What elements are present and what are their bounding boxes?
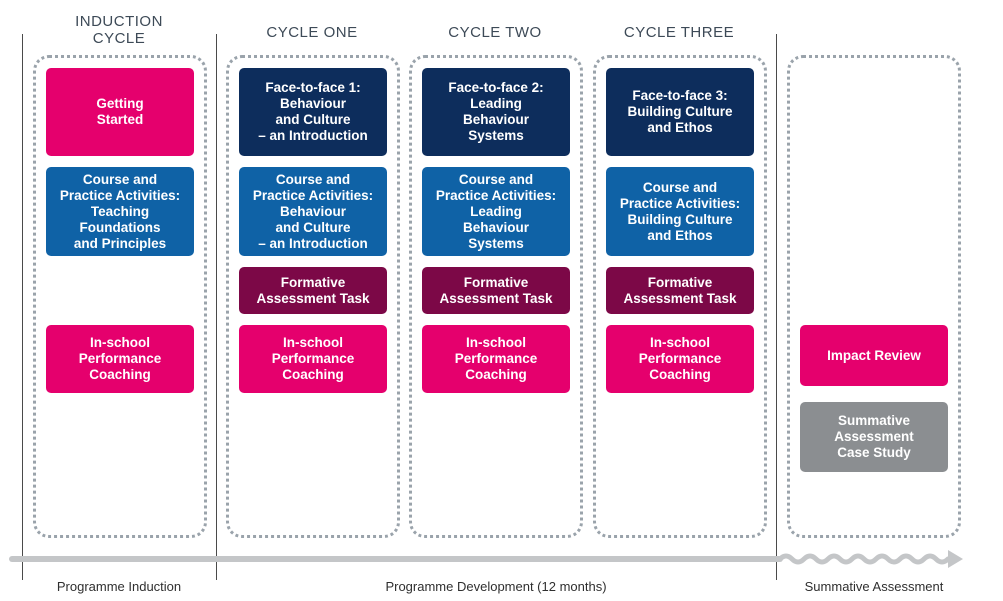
box-cycle-two-coaching: In-school Performance Coaching (422, 325, 570, 393)
timeline-wavy-shaft (777, 553, 951, 565)
box-cycle-two-course-practice: Course and Practice Activities: Leading … (422, 167, 570, 256)
panel-cycle-one (226, 55, 400, 538)
header-cycle-two: CYCLE TWO (448, 24, 542, 41)
box-induction-course-practice: Course and Practice Activities: Teaching… (46, 167, 194, 256)
divider-left (22, 34, 23, 580)
header-induction-cycle: INDUCTION CYCLE (75, 13, 163, 47)
box-cycle-one-formative: Formative Assessment Task (239, 267, 387, 314)
box-cycle-two-formative: Formative Assessment Task (422, 267, 570, 314)
panel-summative (787, 55, 961, 538)
box-cycle-three-formative: Formative Assessment Task (606, 267, 754, 314)
header-cycle-one: CYCLE ONE (266, 24, 358, 41)
panel-cycle-two (409, 55, 583, 538)
panel-induction (33, 55, 207, 538)
box-face-to-face-2: Face-to-face 2: Leading Behaviour System… (422, 68, 570, 156)
box-summative-case-study: Summative Assessment Case Study (800, 402, 948, 472)
box-face-to-face-1: Face-to-face 1: Behaviour and Culture – … (239, 68, 387, 156)
box-induction-coaching: In-school Performance Coaching (46, 325, 194, 393)
header-cycle-three: CYCLE THREE (623, 24, 735, 41)
panel-cycle-three (593, 55, 767, 538)
box-cycle-three-coaching: In-school Performance Coaching (606, 325, 754, 393)
timeline-arrowhead (948, 550, 963, 568)
box-cycle-one-coaching: In-school Performance Coaching (239, 325, 387, 393)
footer-programme-development: Programme Development (12 months) (385, 579, 607, 594)
box-face-to-face-3: Face-to-face 3: Building Culture and Eth… (606, 68, 754, 156)
footer-programme-induction: Programme Induction (56, 579, 182, 594)
divider-induction-development (216, 34, 217, 580)
box-getting-started: Getting Started (46, 68, 194, 156)
box-cycle-three-course-practice: Course and Practice Activities: Building… (606, 167, 754, 256)
box-cycle-one-course-practice: Course and Practice Activities: Behaviou… (239, 167, 387, 256)
box-impact-review: Impact Review (800, 325, 948, 386)
footer-summative-assessment: Summative Assessment (804, 579, 944, 594)
divider-development-summative (776, 34, 777, 580)
